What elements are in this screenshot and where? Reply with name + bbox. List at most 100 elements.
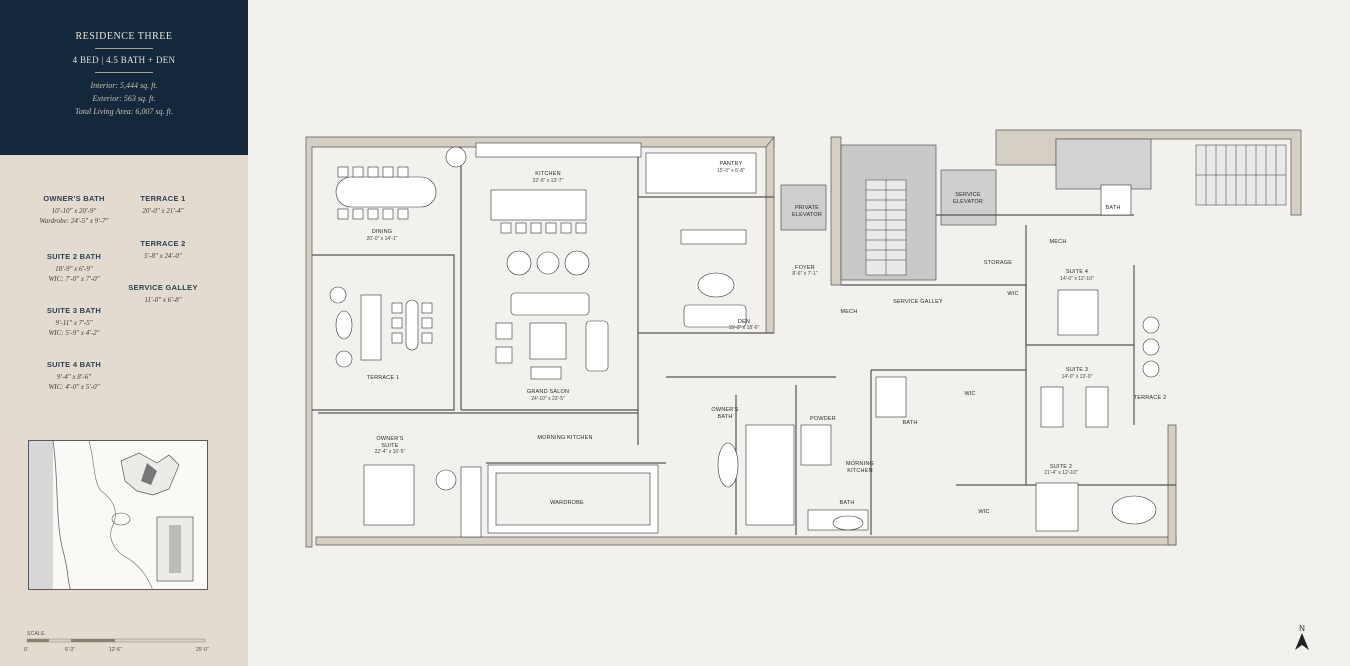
spec-suite-4-bath: SUITE 4 BATH 9'-4" x 8'-6" WIC: 4'-0" x … [19, 360, 129, 392]
owners-suite-furniture [363, 464, 659, 538]
label-service-elevator-2: ELEVATOR [953, 199, 983, 205]
kitchen-island [490, 189, 587, 221]
scale-segment [27, 639, 49, 642]
scale-bar: SCALE 0' 6'-3" 12'-6" 25'-0" [24, 630, 214, 660]
spec-title: TERRACE 2 [140, 239, 186, 248]
terrace2-furniture [1142, 316, 1160, 378]
spec-title: SUITE 4 BATH [46, 360, 102, 369]
key-plan-map [28, 440, 208, 590]
owners-bed [363, 464, 415, 526]
label-wic-suite-2: WIC [978, 509, 989, 515]
salon-furniture [495, 250, 609, 380]
dim-kitchen: 22'-9" x 13'-7" [533, 178, 564, 184]
suite2-bed [1035, 482, 1079, 532]
den-furniture [680, 229, 747, 328]
dining-table [335, 176, 437, 208]
spec-line: WIC: 4'-0" x 5'-0" [48, 383, 100, 391]
chaise [460, 466, 482, 538]
service-elevator-shaft [940, 169, 997, 226]
total-area: Total Living Area: 6,007 sq. ft. [75, 107, 173, 116]
label-terrace-2: TERRACE 2 [1134, 395, 1167, 401]
key-plan-drawing [29, 441, 194, 589]
spec-title: SUITE 3 BATH [46, 306, 102, 315]
highlighted-residence [141, 463, 157, 485]
terrace-table [405, 299, 419, 351]
label-terrace-1: TERRACE 1 [367, 375, 400, 381]
north-label: N [1299, 624, 1305, 633]
plant [445, 146, 467, 168]
label-owners-bath-1: OWNER'S [711, 407, 738, 413]
pantry-cabinets [645, 152, 757, 194]
label-service-elevator-1: SERVICE [955, 192, 981, 198]
spec-owners-bath: OWNER'S BATH 10'-10" x 20'-9" Wardrobe: … [19, 194, 129, 226]
spec-line: 11'-0" x 6'-8" [144, 296, 182, 304]
lounge-sofa [360, 294, 382, 361]
kitchen-counter [475, 142, 642, 158]
dim-grand-salon: 24'-10" x 23'-5" [531, 396, 565, 402]
dim-foyer: 8'-6" x 7'-1" [792, 271, 817, 277]
kitchen-fixtures [475, 142, 757, 234]
suite2-seating [1111, 495, 1157, 525]
label-private-elevator-1: PRIVATE [795, 205, 819, 211]
dim-suite-2: 21'-4" x 12'-10" [1044, 470, 1078, 476]
dim-suite-4: 14'-0" x 12'-10" [1060, 276, 1094, 282]
interior-area: Interior: 5,444 sq. ft. [90, 81, 158, 90]
label-den: DEN [738, 319, 750, 325]
label-kitchen: KITCHEN [535, 171, 561, 177]
label-wardrobe: WARDROBE [550, 500, 584, 506]
tub [717, 442, 739, 488]
shower [745, 424, 795, 526]
core-wall [830, 136, 842, 286]
exterior-area: Exterior: 563 sq. ft. [92, 94, 156, 103]
label-pantry: PANTRY [719, 161, 742, 167]
north-arrow: N [1290, 624, 1314, 656]
label-owners-bath-2: BATH [717, 414, 732, 420]
wall-north-east [995, 129, 1302, 216]
owners-bath-fixtures [717, 424, 832, 526]
label-suite-2: SUITE 2 [1050, 464, 1072, 470]
label-mech-1: MECH [841, 309, 858, 315]
spec-line: 18'-9" x 6'-9" [55, 265, 93, 273]
label-mech-2: MECH [1050, 239, 1067, 245]
spec-suite-3-bath: SUITE 3 BATH 9'-11" x 7'-5" WIC: 5'-9" x… [19, 306, 129, 338]
terrace1-furniture [329, 286, 433, 368]
coffee-table [335, 310, 353, 340]
spec-line: WIC: 5'-9" x 4'-2" [48, 329, 100, 337]
suite3-fixtures [875, 376, 1109, 428]
label-bath-suite-4: BATH [1105, 205, 1120, 211]
scale-track [26, 638, 206, 643]
stair-treads [865, 179, 907, 276]
spec-line: 10'-10" x 20'-9" [51, 207, 97, 215]
dim-den: 15'-3" x 18'-6" [729, 325, 760, 331]
label-private-elevator-2: ELEVATOR [792, 212, 822, 218]
dim-suite-3: 14'-0" x 13'-0" [1062, 374, 1093, 380]
ocean-band [29, 441, 53, 589]
pool-shape [111, 512, 131, 526]
spec-terrace-1: TERRACE 1 20'-0" x 21'-4" [108, 194, 218, 216]
galley-wall [841, 284, 1027, 345]
header-divider [95, 48, 153, 49]
bath-shower [875, 376, 907, 418]
label-service-galley: SERVICE GALLEY [893, 299, 943, 305]
suite2-tub [832, 515, 864, 531]
den-sofa [683, 304, 747, 328]
service-stair [1195, 144, 1287, 206]
interior-walls [312, 147, 1176, 535]
powder-shower [800, 424, 832, 466]
spec-suite-2-bath: SUITE 2 BATH 18'-9" x 6'-9" WIC: 7'-0" x… [19, 252, 129, 284]
label-bath-suite-2: BATH [839, 500, 854, 506]
coffee-table [529, 322, 567, 360]
label-grand-salon: GRAND SALON [527, 389, 569, 395]
label-foyer: FOYER [795, 265, 815, 271]
shoreline [52, 441, 71, 589]
scale-graphic [26, 638, 206, 643]
dim-pantry: 15'-0" x 6'-8" [717, 168, 745, 174]
suite4-fixtures [1057, 184, 1132, 336]
label-wic-suite-4: WIC [1007, 291, 1018, 297]
residence-subtitle: 4 BED | 4.5 BATH + DEN [72, 55, 176, 65]
scale-tick: 6'-3" [65, 647, 75, 653]
building-core [169, 525, 181, 573]
bed-2 [1085, 386, 1109, 428]
wall-south [315, 536, 1177, 546]
scale-tick: 25'-0" [196, 647, 209, 653]
